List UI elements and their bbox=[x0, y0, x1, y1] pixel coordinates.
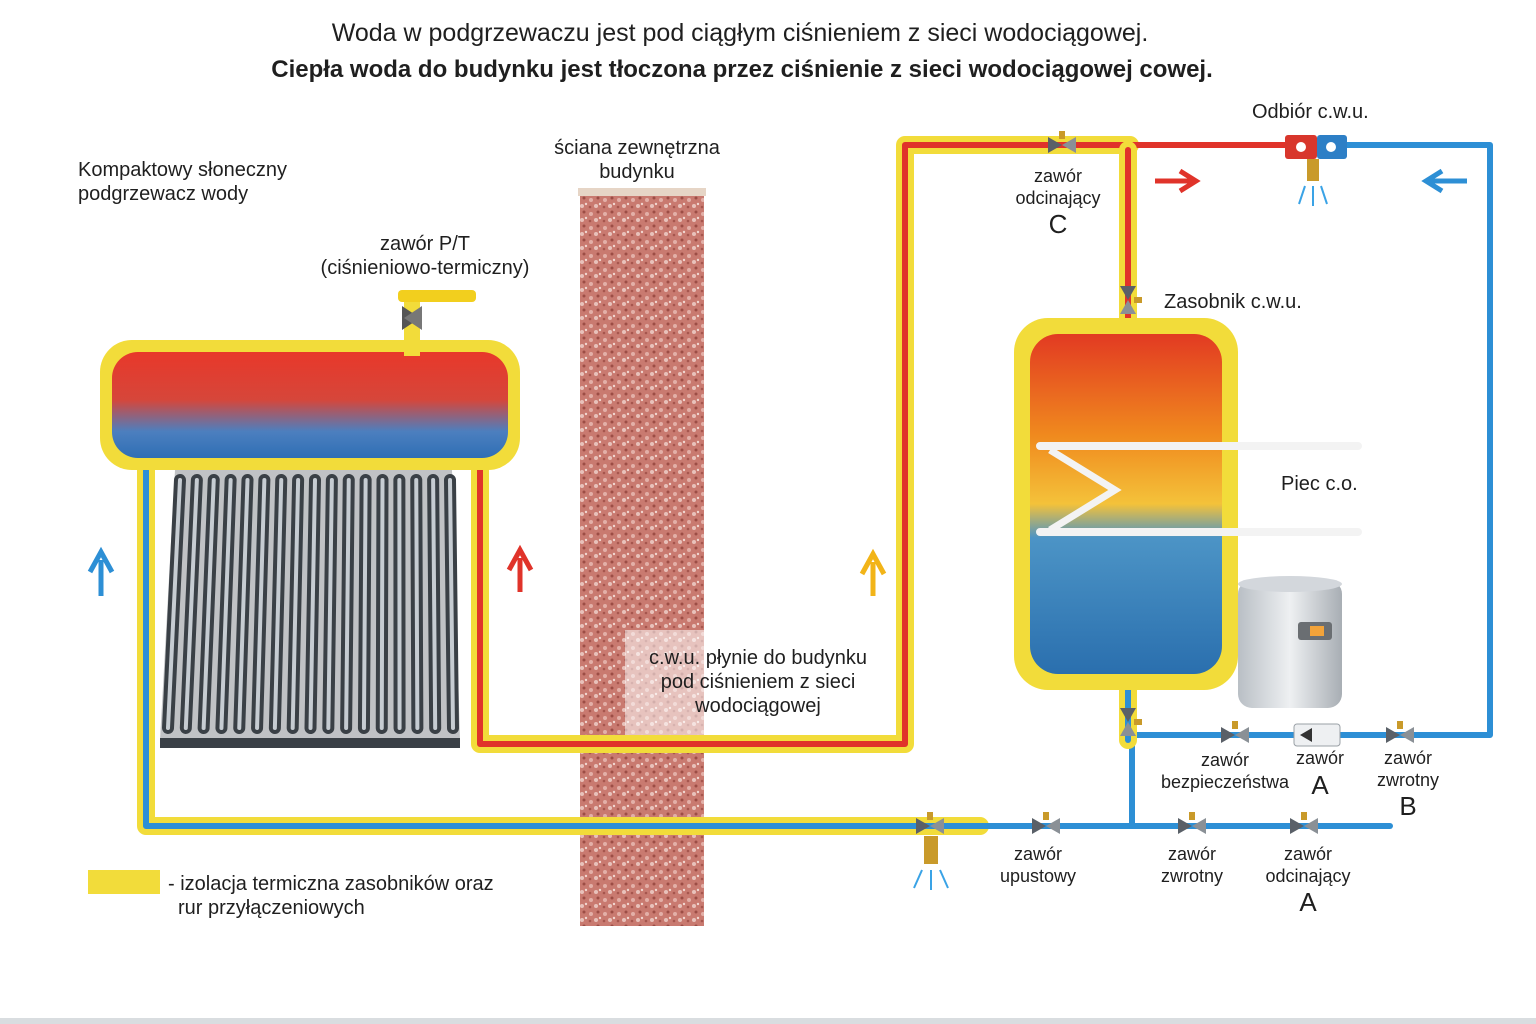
legend-insulation-swatch bbox=[88, 870, 160, 894]
valve-tank-outlet-icon bbox=[1120, 708, 1142, 736]
arrow-up-cold-icon bbox=[87, 546, 115, 596]
collector-tube-highlight bbox=[431, 478, 438, 730]
drain-valve-icon bbox=[916, 812, 944, 834]
collector-tube-highlight bbox=[166, 478, 182, 730]
check-valve-b-icon bbox=[1386, 721, 1414, 743]
label-shutoff-valve-a: zawór odcinający A bbox=[1265, 844, 1351, 918]
insulated-pipes bbox=[137, 136, 1493, 835]
title-line-2: Ciepła woda do budynku jest tłoczona prz… bbox=[271, 56, 1213, 83]
valve-tank-inlet-icon bbox=[1120, 286, 1142, 314]
collector-tube-highlight bbox=[379, 478, 385, 730]
shutoff-valve-a-icon bbox=[1290, 812, 1318, 834]
building-wall bbox=[578, 188, 715, 926]
label-check-valve: zawór zwrotny bbox=[1160, 844, 1223, 886]
collector-tube-highlight bbox=[255, 478, 267, 730]
bottom-divider bbox=[0, 1018, 1536, 1024]
flow-arrows bbox=[87, 168, 1467, 596]
collector-tube-highlight bbox=[361, 478, 368, 730]
pt-valve-icon bbox=[398, 290, 476, 356]
check-valve-icon bbox=[1178, 812, 1206, 834]
label-check-valve-b: zawór zwrotny B bbox=[1376, 748, 1439, 822]
hot-water-outlet-icon bbox=[1285, 135, 1347, 206]
legend-insulation-text: - izolacja termiczna zasobników oraz rur… bbox=[168, 873, 494, 919]
solar-collector bbox=[160, 470, 460, 748]
collector-tube-highlight bbox=[290, 478, 301, 730]
label-solar-heater: Kompaktowy słoneczny podgrzewacz wody bbox=[78, 159, 287, 205]
label-shutoff-valve-c: zawór odcinający C bbox=[1015, 166, 1101, 240]
collector-tube-highlight bbox=[308, 478, 317, 730]
collector-tube-highlight bbox=[448, 478, 455, 730]
label-boiler: Piec c.o. bbox=[1281, 473, 1358, 495]
title-line-1: Woda w podgrzewaczu jest pod ciągłym ciś… bbox=[331, 19, 1149, 47]
collector-tube-highlight bbox=[344, 478, 351, 730]
valve-a-direction-icon bbox=[1300, 728, 1312, 742]
valve-c-top-icon bbox=[1048, 131, 1076, 153]
collector-tube-highlight bbox=[183, 478, 199, 730]
drain-valve-2-icon bbox=[1032, 812, 1060, 834]
arrow-up-hot-icon bbox=[506, 544, 534, 592]
storage-tank bbox=[1014, 318, 1362, 690]
collector-tube-highlight bbox=[201, 478, 216, 730]
arrow-up-flow-icon bbox=[859, 548, 887, 596]
collector-tube-highlight bbox=[237, 478, 250, 730]
label-drain-valve: zawór upustowy bbox=[999, 844, 1077, 886]
drain-outlet-icon bbox=[913, 836, 949, 890]
label-hot-water-outlet: Odbiór c.w.u. bbox=[1252, 101, 1369, 123]
collector-tube-highlight bbox=[219, 478, 233, 730]
label-valve-a-top: zawór A bbox=[1295, 748, 1344, 800]
label-pt-valve: zawór P/T (ciśnieniowo-termiczny) bbox=[320, 233, 530, 279]
collector-tube-highlight bbox=[414, 478, 420, 730]
label-flow-note: c.w.u. płynie do budynku pod ciśnieniem … bbox=[649, 647, 867, 717]
valve-a-top-icon bbox=[1293, 723, 1341, 747]
label-safety-valve: zawór bezpieczeństwa bbox=[1160, 750, 1290, 792]
collector-tube-highlight bbox=[272, 478, 284, 730]
arrow-left-cold-icon bbox=[1421, 168, 1467, 194]
safety-valve-icon bbox=[1221, 721, 1249, 743]
boiler-unit bbox=[1238, 576, 1342, 708]
valves bbox=[916, 131, 1414, 834]
arrow-right-hot-icon bbox=[1155, 168, 1201, 194]
collector-tube-highlight bbox=[326, 478, 334, 730]
label-wall: ściana zewnętrzna budynku bbox=[554, 137, 720, 183]
solar-tank bbox=[100, 340, 520, 470]
label-storage-tank: Zasobnik c.w.u. bbox=[1164, 291, 1302, 313]
